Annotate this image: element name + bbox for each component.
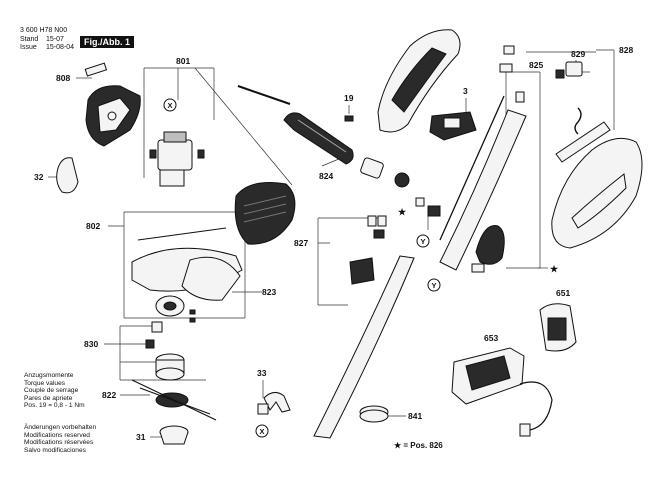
- document-code: 3 600 H78 N00: [20, 27, 68, 34]
- issue-label: Issue: [20, 44, 37, 51]
- part-841-ring: [359, 405, 389, 423]
- callout-824: 824: [319, 171, 333, 181]
- part-825-fasteners: [499, 45, 525, 103]
- part-rod: [237, 85, 291, 105]
- part-828-housing: [551, 137, 643, 249]
- part-826-star-parts: [415, 197, 441, 217]
- part-808-nameplate: [84, 62, 108, 77]
- issue-value: 15-08-04: [46, 44, 75, 51]
- callout-841: 841: [408, 411, 422, 421]
- callout-32: 32: [34, 172, 44, 182]
- callout-808: 808: [56, 73, 70, 83]
- star-legend: ★ = Pos. 826: [394, 441, 443, 450]
- part-handle-collar: [360, 157, 410, 188]
- torque-line: Couple de serrage: [24, 387, 79, 395]
- part-spool: [155, 353, 185, 381]
- star-marker: ★: [398, 207, 407, 217]
- callout-830: 830: [84, 339, 98, 349]
- torque-line: Pos. 19 = 0,8 - 1 Nm: [24, 402, 85, 410]
- figure-title: Fig./Abb. 1: [80, 36, 134, 48]
- stand-label: Stand: [20, 36, 39, 43]
- torque-line: Pares de apriete: [24, 394, 73, 402]
- part-822-spool-line: [131, 379, 217, 421]
- reserved-line: Modifications réservées: [24, 439, 94, 447]
- part-651-battery: [539, 303, 577, 352]
- part-lever: [555, 121, 611, 163]
- ref-x-bottom: X: [259, 427, 264, 436]
- part-802-guard: [131, 227, 243, 301]
- callout-829: 829: [571, 49, 585, 59]
- callout-822: 822: [102, 390, 116, 400]
- torque-line: Torque values: [24, 379, 66, 387]
- part-upper-tube: [439, 95, 527, 271]
- part-upper-housing: [377, 29, 461, 133]
- part-31-cap: [159, 425, 189, 445]
- callout-828: 828: [619, 45, 633, 55]
- ref-x-top: X: [167, 101, 172, 110]
- reserved-line: Modifications reserved: [24, 431, 90, 439]
- ref-y-bottom: Y: [431, 281, 436, 290]
- callout-651: 651: [556, 288, 570, 298]
- ref-x-markers: X X: [163, 98, 269, 438]
- part-motor: [149, 131, 205, 187]
- callout-801: 801: [176, 56, 190, 66]
- reserved-line: Salvo modificaciones: [24, 446, 86, 454]
- stand-value: 15-07: [46, 36, 64, 43]
- star-marker: ★: [550, 264, 559, 274]
- part-grip: [471, 225, 505, 273]
- callout-823: 823: [262, 287, 276, 297]
- part-guard-cover: [85, 85, 141, 147]
- part-829-lock: [555, 61, 583, 135]
- callout-3: 3: [463, 86, 468, 96]
- part-collar: [349, 257, 375, 285]
- part-lower-tube: [313, 255, 415, 439]
- part-653-charger: [451, 347, 553, 437]
- callout-802: 802: [86, 221, 100, 231]
- part-827-clips: [367, 215, 387, 239]
- part-motor-housing: [234, 182, 296, 245]
- part-824-handle: [283, 112, 354, 165]
- part-32-cover: [56, 157, 79, 194]
- callout-825: 825: [529, 60, 543, 70]
- callouts: 808 801 32 802 823 830 822 31 33 19 3 82…: [34, 45, 633, 442]
- part-cutting-disc: [155, 295, 196, 323]
- callout-19: 19: [344, 93, 354, 103]
- part-19-screw: [344, 115, 354, 122]
- callout-33: 33: [257, 368, 267, 378]
- reserved-line: Änderungen vorbehalten: [24, 424, 97, 431]
- torque-note: Anzugsmomente Torque values Couple de se…: [24, 372, 85, 410]
- callout-827: 827: [294, 238, 308, 248]
- callout-653: 653: [484, 333, 498, 343]
- torque-line: Anzugsmomente: [24, 372, 74, 379]
- leader-lines: [48, 49, 615, 438]
- ref-y-top: Y: [420, 237, 425, 246]
- ref-y-markers: Y Y: [416, 234, 441, 292]
- part-3-switch: [429, 111, 477, 141]
- reserved-note: Änderungen vorbehalten Modifications res…: [24, 424, 96, 454]
- callout-31: 31: [136, 432, 146, 442]
- part-33-bracket: [257, 392, 291, 415]
